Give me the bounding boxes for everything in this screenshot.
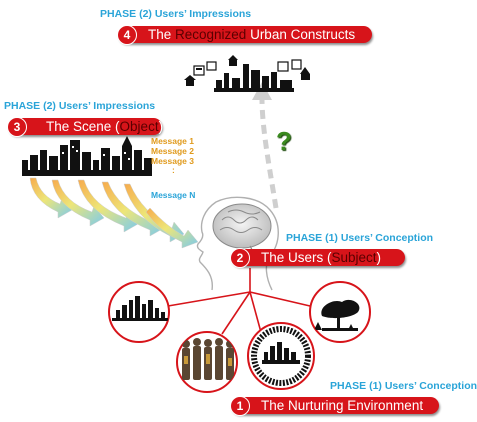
step-3-badge: 3 xyxy=(7,117,27,137)
phase3-label: PHASE (2) Users’ Impressions xyxy=(4,100,156,112)
phase4-label: PHASE (2) Users’ Impressions xyxy=(100,8,252,20)
recognized-constructs-pill: 4 The Recognized Urban Constructs xyxy=(117,25,372,45)
users-pill: 2 The Users (Subject) xyxy=(230,248,405,268)
recognized-constructs-title: The Recognized Urban Constructs xyxy=(148,27,356,42)
phase1-label: PHASE (1) Users’ Conception xyxy=(330,380,477,392)
message-n: Message N xyxy=(151,190,196,200)
step-2-badge: 2 xyxy=(230,248,250,268)
city-skyline-icon xyxy=(22,136,152,176)
connector-lines xyxy=(167,268,311,337)
environment-skyline-icon xyxy=(108,281,170,343)
dashed-arrow xyxy=(252,82,279,209)
message-2: Message 2 xyxy=(151,146,194,156)
message-3: Message 3 xyxy=(151,156,194,166)
message-ellipsis: : xyxy=(172,165,175,175)
step-4-badge: 4 xyxy=(117,25,137,45)
step-1-badge: 1 xyxy=(230,396,250,416)
nurturing-environment-title: The Nurturing Environment xyxy=(261,398,424,413)
question-mark-icon: ? xyxy=(276,126,292,156)
message-1: Message 1 xyxy=(151,136,194,146)
phase2-label: PHASE (1) Users’ Conception xyxy=(286,232,434,244)
human-head-icon xyxy=(196,196,279,291)
users-title: The Users (Subject) xyxy=(261,250,382,265)
environment-ring-skyline-icon xyxy=(247,322,315,390)
nurturing-environment-pill: 1 The Nurturing Environment xyxy=(230,396,439,416)
recognized-constructs-icon xyxy=(184,55,310,92)
environment-tree-icon xyxy=(309,281,371,343)
message-arrows xyxy=(29,177,199,249)
environment-people-icon xyxy=(176,331,238,393)
scene-pill: 3 The Scene (Object) xyxy=(7,117,164,137)
scene-title: The Scene (Object) xyxy=(46,119,164,134)
